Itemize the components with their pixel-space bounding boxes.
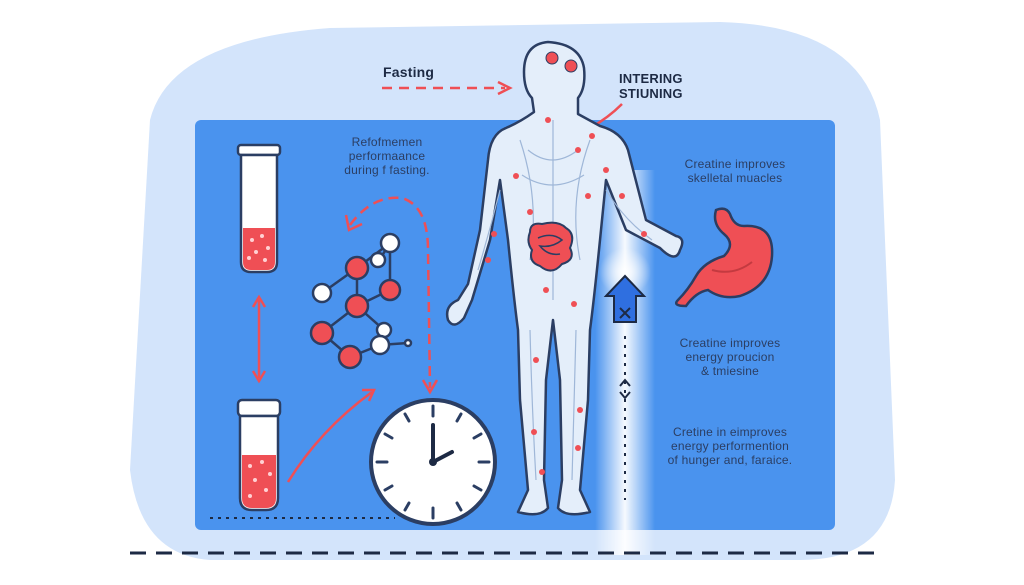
jar-icon — [236, 398, 282, 512]
up-arrow-icon — [603, 274, 647, 500]
intestines — [527, 221, 574, 272]
hunger-label: Cretine in eimproves energy performentio… — [667, 425, 793, 467]
main-panel — [195, 120, 835, 530]
brain — [545, 51, 578, 73]
muscles-label: Creatine improves skelletal muacles — [684, 157, 786, 185]
molecule-icon — [309, 232, 413, 370]
fasting-label: Fasting — [383, 64, 435, 80]
loop-arrow — [348, 196, 432, 389]
intering-label: Intering stiuning — [619, 71, 683, 101]
clock-icon — [369, 398, 497, 526]
energy-label: Creatine improves energy proucion & tmie… — [679, 336, 781, 378]
test-tube-icon — [236, 143, 282, 274]
stomach-icon — [675, 207, 774, 308]
human-body-icon — [445, 40, 684, 516]
jar-clock-arrow — [286, 390, 373, 483]
performance-label: Refofmemen performaance during f fasting… — [344, 135, 430, 177]
